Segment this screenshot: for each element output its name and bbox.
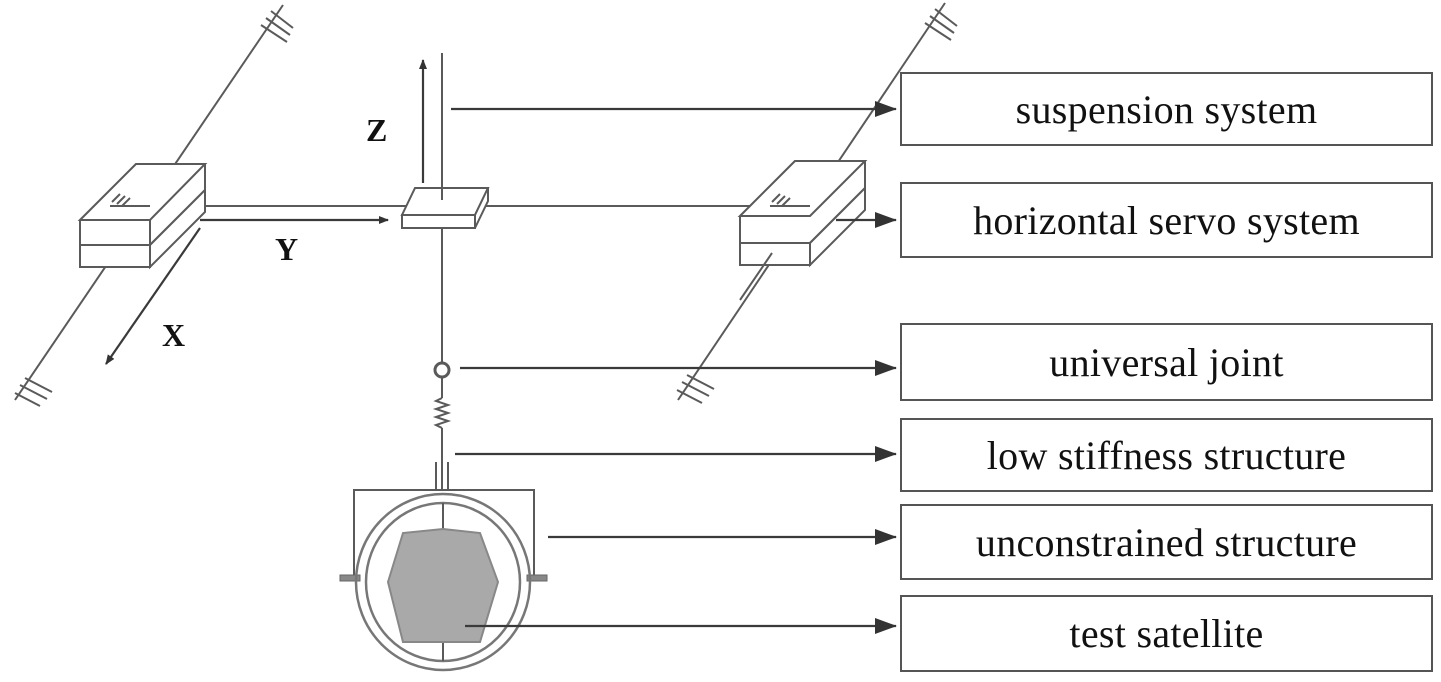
label-unconstrained-structure: unconstrained structure [900, 504, 1433, 580]
x-axis-arrow [105, 227, 201, 365]
left-rail-bottom-ground-icon [14, 377, 53, 407]
label-test-satellite: test satellite [900, 595, 1433, 672]
test-satellite-icon [386, 527, 500, 643]
right-rail-bottom-ground-icon [676, 374, 715, 404]
label-universal-joint: universal joint [900, 323, 1433, 401]
label-suspension-system: suspension system [900, 72, 1433, 146]
leader-lines [451, 101, 897, 634]
gimbal-bracket [339, 489, 548, 582]
left-carriage-block [77, 163, 208, 270]
x-axis-label: X [162, 317, 185, 353]
label-horizontal-servo-system: horizontal servo system [900, 182, 1433, 258]
y-axis-label: Y [275, 231, 298, 267]
outer-ring [354, 492, 532, 672]
right-carriage-block [737, 160, 868, 301]
right-rail-top-ground-icon [924, 8, 958, 41]
universal-joint-icon [433, 361, 451, 379]
z-axis-label: Z [366, 112, 387, 148]
label-low-stiffness-structure: low stiffness structure [900, 418, 1433, 492]
spring-icon [432, 377, 452, 490]
center-trolley-block [400, 187, 490, 229]
left-rail-top-ground-icon [260, 10, 294, 43]
